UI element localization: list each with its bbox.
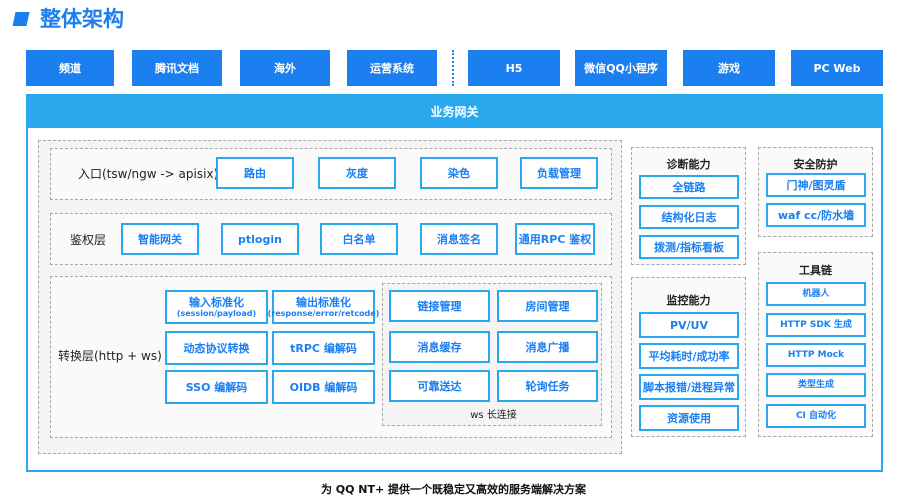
convert-item-sub: (response/error/retcode): [267, 308, 380, 318]
ws-label: ws 长连接: [470, 410, 517, 421]
entry-item: 路由: [216, 157, 294, 189]
entry-item: 灰度: [318, 157, 396, 189]
auth-item: ptlogin: [221, 223, 299, 255]
tools-item: CI 自动化: [766, 404, 866, 428]
channel-block: 运营系统: [347, 50, 437, 86]
tools-item: HTTP Mock: [766, 343, 866, 367]
ws-item: 轮询任务: [497, 370, 598, 402]
channel-block: 腾讯文档: [132, 50, 222, 86]
gateway-bar: 业务网关: [26, 94, 883, 128]
channel-block: 微信QQ小程序: [575, 50, 667, 86]
entry-layer-label: 入口(tsw/ngw -> apisix): [78, 166, 219, 181]
auth-item: 白名单: [320, 223, 398, 255]
convert-item: SSO 编解码: [165, 370, 268, 404]
security-title: 安全防护: [793, 158, 838, 171]
tools-item: HTTP SDK 生成: [766, 313, 866, 337]
diagnose-item: 结构化日志: [639, 205, 739, 229]
title-marker: [12, 12, 30, 26]
convert-layer-label: 转换层(http + ws): [58, 348, 162, 363]
ws-item: 房间管理: [497, 290, 598, 322]
auth-item: 智能网关: [121, 223, 199, 255]
auth-item: 通用RPC 鉴权: [515, 223, 595, 255]
page-title: 整体架构: [40, 7, 124, 31]
monitor-title: 监控能力: [666, 294, 711, 307]
convert-item: 输入标准化 (session/payload): [165, 290, 268, 324]
monitor-item: 脚本报错/进程异常: [639, 374, 739, 400]
monitor-item: 资源使用: [639, 405, 739, 431]
diagnose-item: 拨测/指标看板: [639, 235, 739, 259]
monitor-item: PV/UV: [639, 312, 739, 338]
footer-caption: 为 QQ NT+ 提供一个既稳定又高效的服务端解决方案: [320, 483, 587, 496]
diagnose-title: 诊断能力: [666, 158, 711, 171]
ws-item: 链接管理: [389, 290, 490, 322]
convert-item: 输出标准化 (response/error/retcode): [268, 290, 379, 324]
channel-block: PC Web: [791, 50, 883, 86]
convert-item: OIDB 编解码: [272, 370, 375, 404]
channel-block: H5: [468, 50, 560, 86]
channel-block: 频道: [26, 50, 114, 86]
diagnose-item: 全链路: [639, 175, 739, 199]
ws-item: 消息广播: [497, 331, 598, 363]
auth-item: 消息签名: [420, 223, 498, 255]
channel-block: 海外: [240, 50, 330, 86]
convert-item-sub: (session/payload): [176, 308, 257, 318]
tools-item: 类型生成: [766, 373, 866, 397]
tools-title: 工具链: [799, 264, 832, 277]
ws-item: 可靠送达: [389, 370, 490, 402]
auth-layer-label: 鉴权层: [70, 232, 107, 247]
ws-item: 消息缓存: [389, 331, 490, 363]
security-item: 门神/图灵盾: [766, 173, 866, 197]
entry-item: 负载管理: [520, 157, 598, 189]
channel-separator: [452, 50, 454, 86]
channel-block: 游戏: [683, 50, 775, 86]
tools-item: 机器人: [766, 282, 866, 306]
security-item: waf cc/防水墙: [766, 203, 866, 227]
entry-item: 染色: [420, 157, 498, 189]
convert-item: tRPC 编解码: [272, 331, 375, 365]
convert-item: 动态协议转换: [165, 331, 268, 365]
monitor-item: 平均耗时/成功率: [639, 343, 739, 369]
convert-item-main: 输出标准化: [296, 295, 351, 309]
convert-item-main: 输入标准化: [189, 295, 244, 309]
